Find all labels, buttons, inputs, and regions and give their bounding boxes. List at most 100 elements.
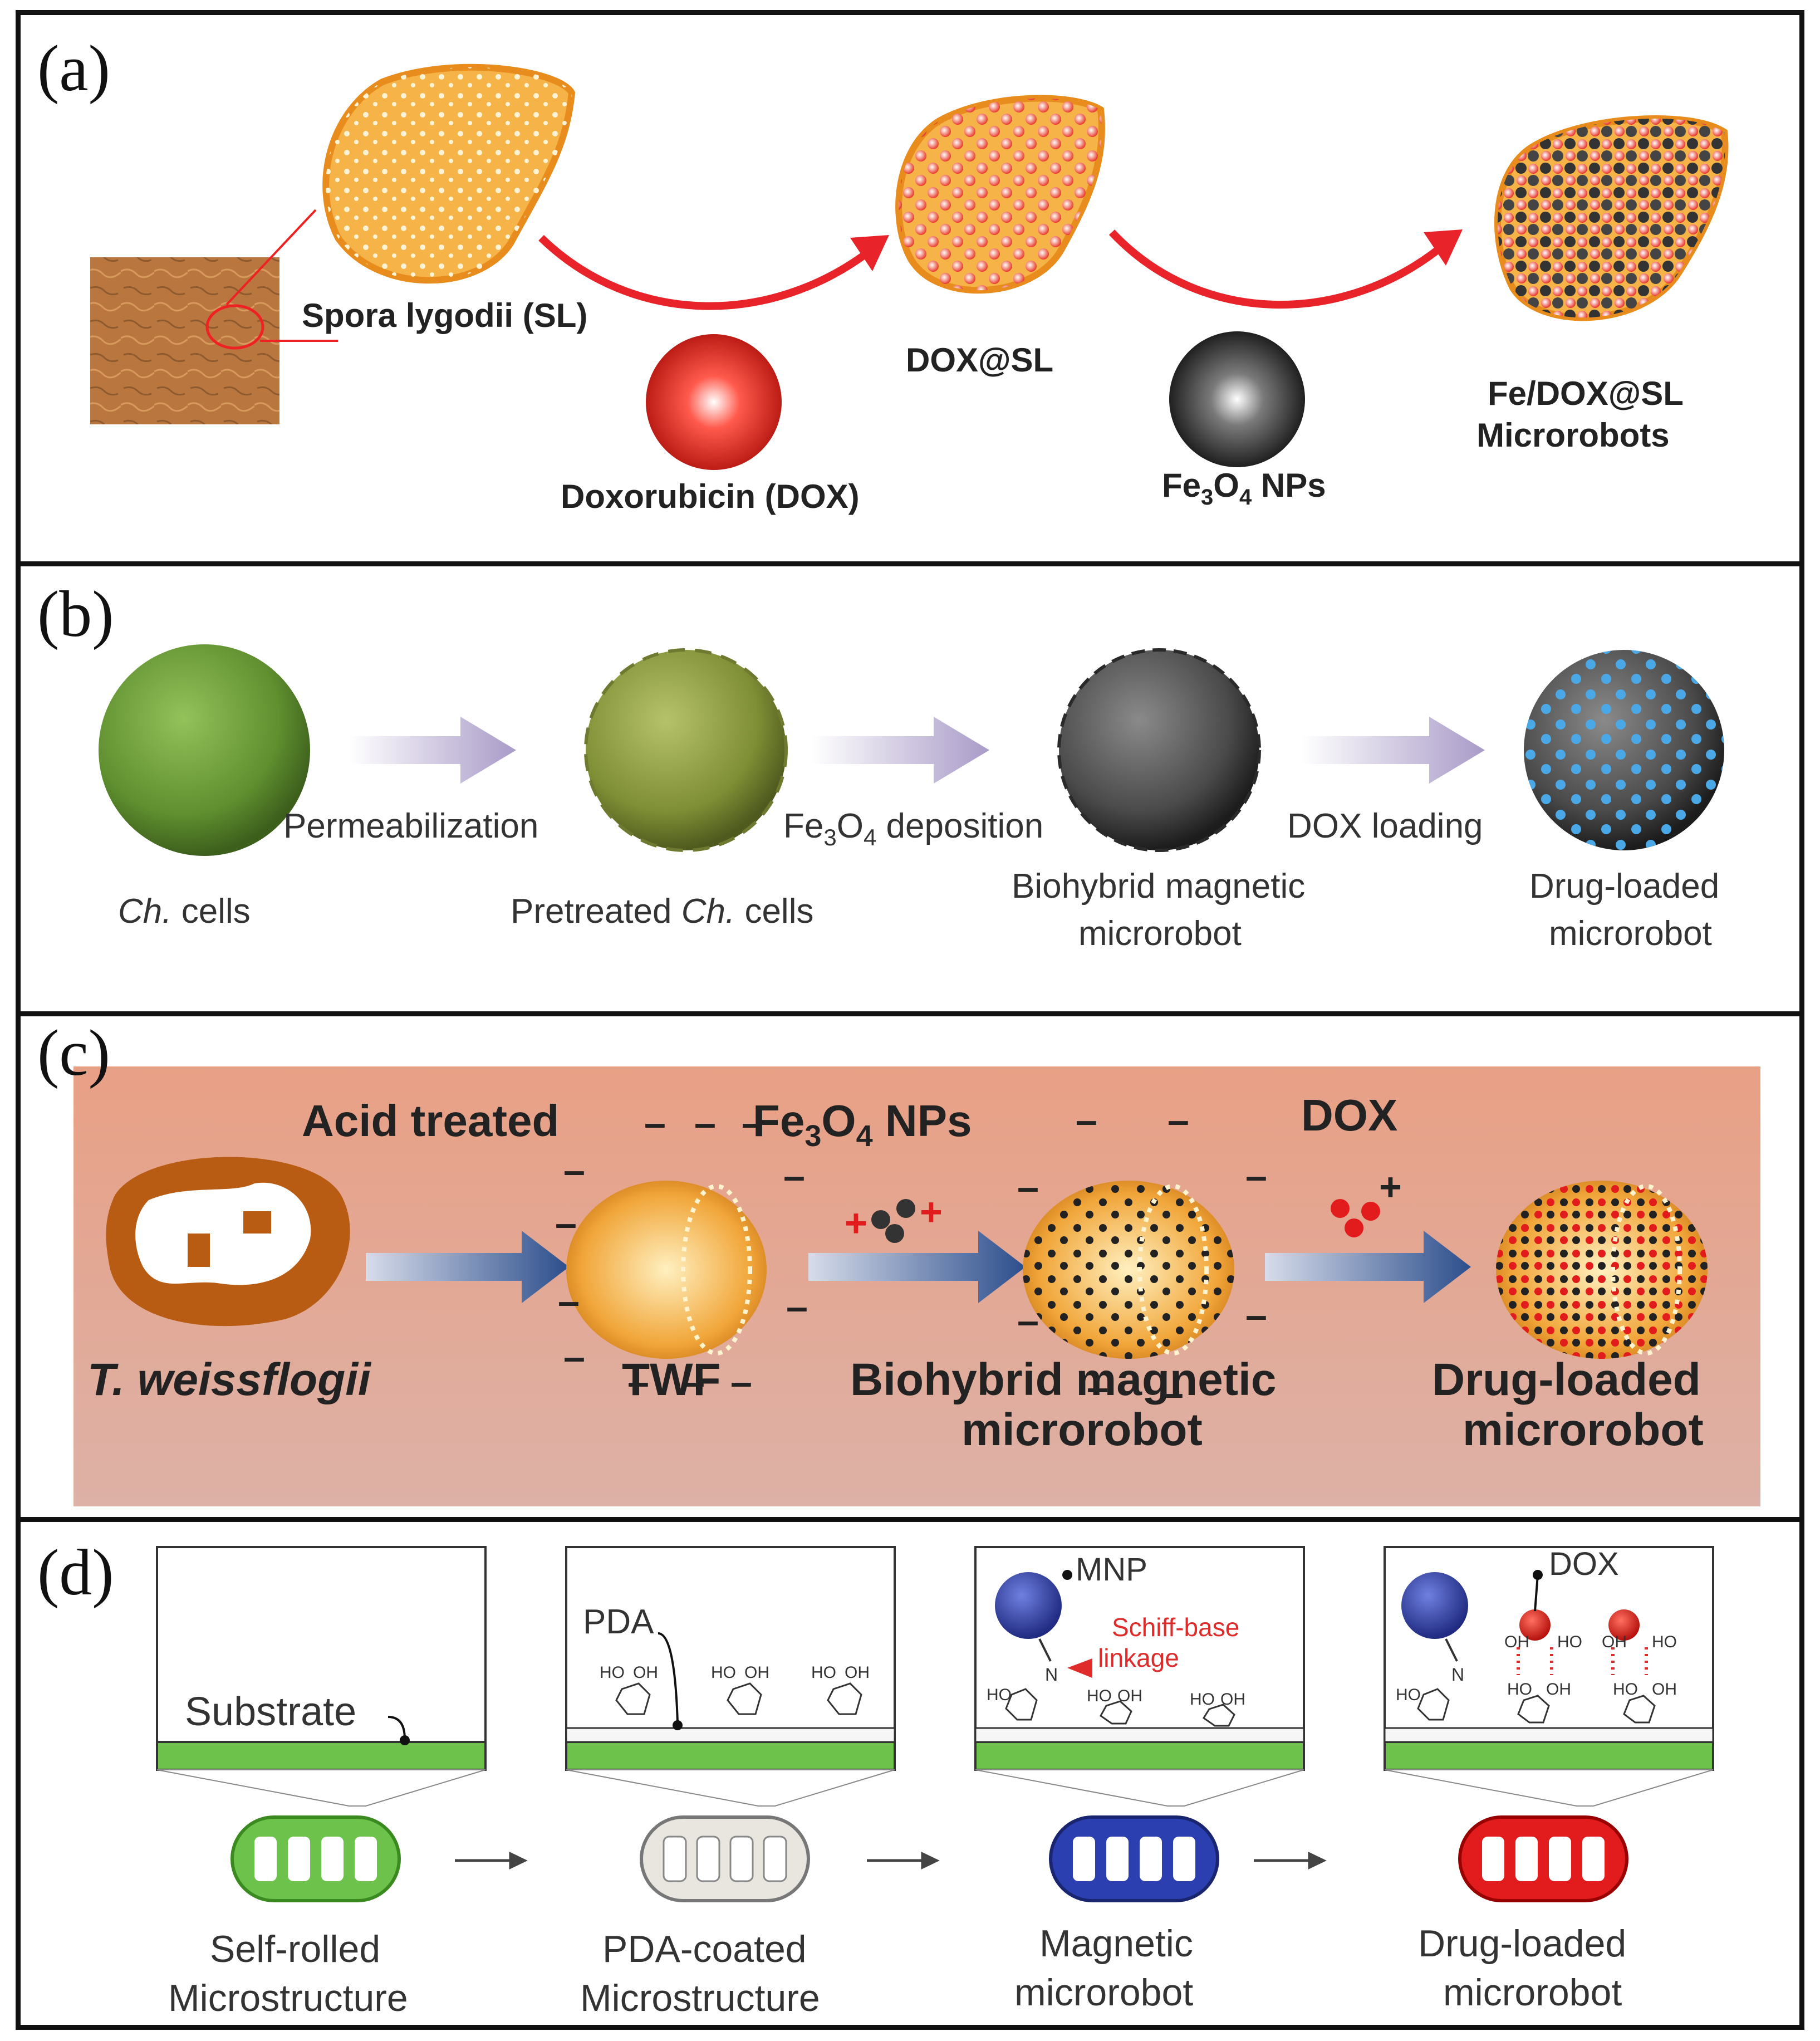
biohybrid-cell [1057, 648, 1261, 852]
zoom-circle [205, 304, 264, 350]
svg-text:OH: OH [1602, 1633, 1627, 1651]
tube-green [230, 1815, 401, 1902]
mnp-ball [995, 1572, 1062, 1639]
svg-text:HO: HO [1396, 1686, 1421, 1704]
pretreated-cell [584, 648, 788, 852]
svg-text:OH: OH [1504, 1633, 1529, 1651]
panel-b-svg: (b) Permeabilization Fe3O4 deposition DO… [37, 577, 1724, 953]
doxsl-label: DOX@SL [906, 341, 1053, 379]
arrow-a1-head [850, 235, 889, 271]
step-fe3o4-deposition: Fe3O4 deposition [783, 807, 1043, 850]
arrow-a2 [1108, 229, 1449, 309]
dox-drop-1 [1331, 1199, 1350, 1218]
panel-c-label: (c) [37, 1016, 110, 1089]
drug-caption-c2: microrobot [1463, 1404, 1704, 1455]
svg-text:OH: OH [1546, 1680, 1571, 1699]
dox-label: Doxorubicin (DOX) [561, 478, 860, 515]
panel-d-label: (d) [37, 1536, 114, 1609]
dox-sphere [646, 334, 782, 470]
caption-4b: microrobot [1443, 1971, 1622, 2014]
zoom-wedge-4 [1384, 1769, 1714, 1807]
np-2 [896, 1199, 915, 1218]
svg-text:–: – [644, 1101, 666, 1144]
svg-text:–: – [627, 1360, 649, 1403]
caption-2a: PDA-coated [602, 1928, 807, 1970]
fe3o4-sphere [1169, 331, 1305, 467]
caption-3b: microrobot [1014, 1971, 1193, 2014]
caption-1a: Self-rolled [210, 1928, 380, 1970]
svg-text:–: – [555, 1201, 577, 1245]
svg-text:–: – [742, 1101, 763, 1144]
tube-gray [640, 1815, 810, 1902]
doxsl-dots [899, 98, 1102, 291]
svg-text:HO: HO [1507, 1680, 1532, 1699]
diatom-detail-2 [243, 1211, 271, 1234]
svg-text:–: – [1245, 1293, 1267, 1337]
svg-text:–: – [1017, 1299, 1039, 1342]
panel-a-svg: (a) Spora lygodii (SL) Doxorubicin (DOX)… [37, 32, 1729, 515]
panel-c-svg: (c) Acid treated Fe3O4 NPs DOX + + + –––… [37, 1016, 1760, 1506]
dox-drop-2 [1345, 1218, 1363, 1237]
zoom-wedge-1 [156, 1769, 486, 1807]
flow-arrows [455, 1852, 1327, 1869]
panel-c-background [73, 1066, 1760, 1506]
tube-blue [1049, 1815, 1219, 1902]
zoom-line-top [225, 209, 317, 306]
drug-caption-c1: Drug-loaded [1432, 1354, 1701, 1405]
drug-caption-2: microrobot [1549, 914, 1712, 953]
biohybrid-caption-c1: Biohybrid magnetic [850, 1354, 1276, 1405]
plus-sign-1: + [845, 1201, 867, 1245]
svg-text:–: – [1017, 1165, 1039, 1208]
twf-ring [681, 1184, 752, 1355]
panel-b-label: (b) [37, 577, 114, 650]
fe3o4-nps-label: Fe3O4 NPs [753, 1096, 972, 1153]
plus-sign-2: + [920, 1190, 943, 1234]
drug-dots [1496, 1181, 1708, 1359]
svg-text:HO: HO [1652, 1633, 1677, 1651]
dox-ball-2 [1608, 1609, 1640, 1641]
schiff-label-2: linkage [1098, 1643, 1179, 1672]
svg-text:HO: HO [1190, 1690, 1215, 1709]
biohybrid-dots [1023, 1181, 1234, 1359]
arrow-c3 [1265, 1231, 1471, 1303]
arrow-b2 [811, 717, 989, 784]
box-substrate: Substrate [156, 1546, 487, 1771]
svg-text:OH: OH [845, 1663, 870, 1682]
arrow-c1 [366, 1231, 569, 1303]
svg-text:–: – [694, 1101, 716, 1144]
panel-a: (a) Spora lygodii (SL) Doxorubicin (DOX)… [16, 10, 1804, 568]
svg-text:–: – [730, 1360, 752, 1403]
biohybrid-caption-c2: microrobot [961, 1404, 1203, 1455]
ch-cells-caption: Ch. cells [118, 892, 251, 931]
twf-cylinder [566, 1181, 767, 1359]
svg-text:–: – [1245, 1154, 1267, 1197]
twf-caption: TWF [622, 1354, 721, 1405]
substrate-label: Substrate [185, 1690, 356, 1734]
arrow-a1 [538, 234, 875, 310]
mnp-ball-2 [1401, 1572, 1468, 1639]
svg-text:HO: HO [811, 1663, 836, 1682]
svg-text:–: – [783, 1154, 805, 1197]
svg-text:–: – [1076, 1098, 1097, 1142]
svg-text:–: – [1167, 1098, 1189, 1142]
svg-text:HO: HO [1613, 1680, 1638, 1699]
sl-pores [326, 67, 572, 281]
svg-text:–: – [563, 1335, 585, 1378]
svg-text:HO: HO [600, 1663, 625, 1682]
svg-text:–: – [683, 1360, 705, 1403]
svg-text:HO: HO [711, 1663, 736, 1682]
svg-text:–: – [1087, 1365, 1108, 1409]
drug-cell-dots [1524, 650, 1724, 850]
svg-text:HO: HO [987, 1686, 1012, 1704]
arrow-b3 [1301, 717, 1485, 784]
caption-4a: Drug-loaded [1418, 1922, 1626, 1965]
svg-text:N: N [1451, 1665, 1464, 1685]
robot-dots [1497, 119, 1725, 318]
ch-cell [99, 644, 310, 856]
biohybrid-caption-1: Biohybrid magnetic [1012, 867, 1305, 906]
drug-ring [1611, 1184, 1682, 1355]
